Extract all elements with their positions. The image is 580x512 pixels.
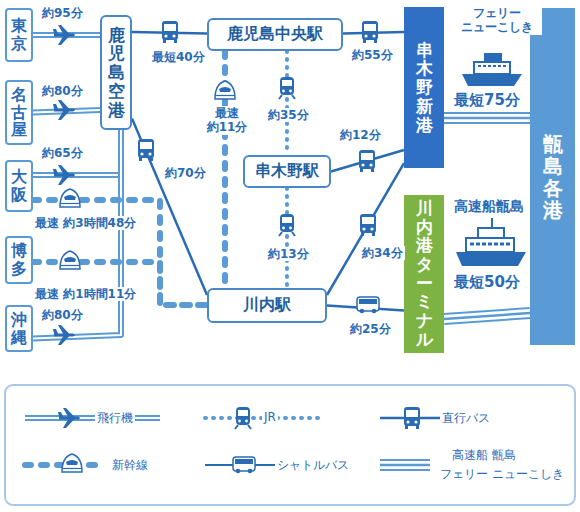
time-label: 約12分 — [338, 128, 383, 142]
route-stroke — [33, 130, 121, 175]
legend-text: 飛行機 — [95, 410, 135, 427]
legend-text: 直行バス — [440, 410, 492, 427]
route-stroke — [33, 110, 100, 112]
time-label: 最速 約11分 — [204, 106, 250, 135]
time-label: 約95分 — [40, 6, 85, 20]
route-stroke — [444, 112, 530, 124]
route-stroke — [33, 200, 207, 305]
place-name: 川内駅 — [243, 295, 291, 316]
place-box: 串木野新港 — [404, 7, 444, 168]
route-stroke — [444, 117, 530, 120]
place-name: 名古屋 — [11, 86, 27, 139]
ship-name: 高速船甑島 — [452, 198, 526, 215]
place-name: 東京 — [11, 17, 27, 52]
place-box: 沖縄 — [5, 305, 33, 352]
time-label: 約25分 — [348, 322, 393, 336]
time-label: 最短50分 — [452, 273, 522, 291]
time-label: 最速 約3時間48分 — [33, 216, 138, 230]
time-label: 約55分 — [350, 48, 395, 62]
route-stroke — [33, 34, 100, 36]
route-stroke — [444, 313, 530, 319]
route-line — [33, 130, 121, 175]
route-line — [132, 32, 207, 34]
place-name: 大阪 — [11, 168, 27, 203]
place-name: 串木野新港 — [416, 41, 433, 134]
route-stroke — [132, 32, 207, 34]
route-stroke — [285, 188, 289, 288]
legend-text: JR — [262, 410, 278, 424]
route-stroke — [33, 130, 121, 339]
time-label: 約70分 — [163, 166, 208, 180]
route-line — [444, 117, 530, 118]
route-line — [331, 150, 404, 172]
place-box: 鹿児島空港 — [100, 15, 132, 130]
route-line — [327, 163, 404, 295]
time-label: 最速 約1時間11分 — [33, 287, 138, 301]
place-name: 鹿児島中央駅 — [227, 24, 323, 45]
time-label: 約34分 — [360, 246, 405, 260]
route-stroke — [33, 110, 100, 112]
route-stroke — [327, 306, 404, 311]
place-box: 博多 — [5, 236, 33, 284]
route-line — [444, 313, 530, 319]
place-box: 串木野駅 — [243, 155, 331, 188]
route-line — [287, 51, 288, 155]
place-box: 大阪 — [5, 160, 33, 212]
legend-text: 新幹線 — [110, 457, 150, 474]
route-stroke — [343, 32, 404, 34]
route-stroke — [327, 163, 404, 295]
time-label: 約80分 — [40, 84, 85, 98]
route-line — [225, 51, 226, 288]
route-stroke — [444, 313, 530, 319]
route-stroke — [132, 119, 207, 296]
ferry-ship — [462, 53, 522, 86]
route-line — [327, 306, 404, 311]
legend-text: フェリー ニューこしき — [438, 466, 566, 483]
route-stroke — [33, 32, 100, 38]
route-stroke — [33, 262, 207, 305]
place-name: 川内港ターミナル — [416, 199, 433, 349]
time-label: 約80分 — [40, 308, 85, 322]
place-name: 博多 — [11, 242, 27, 277]
route-stroke — [331, 150, 404, 172]
route-line — [33, 262, 207, 305]
route-line — [33, 35, 100, 36]
route-stroke — [222, 51, 228, 288]
place-box: 鹿児島中央駅 — [207, 18, 343, 51]
route-stroke — [444, 313, 530, 319]
time-label: 最短40分 — [150, 50, 207, 64]
route-stroke — [33, 130, 121, 339]
place-box: 名古屋 — [5, 80, 33, 145]
ship-name: フェリー ニューこしき — [452, 6, 542, 35]
time-label: 約13分 — [266, 247, 311, 261]
legend-panel — [5, 385, 575, 505]
route-line — [33, 200, 207, 305]
place-box: 東京 — [5, 8, 33, 62]
route-line — [287, 188, 288, 288]
route-line — [132, 119, 207, 296]
place-box: 川内駅 — [207, 288, 327, 323]
route-line — [33, 130, 121, 339]
place-name: 甑島各港 — [543, 133, 563, 221]
place-box: 川内港ターミナル — [404, 195, 444, 353]
route-stroke — [444, 114, 530, 122]
route-stroke — [285, 51, 289, 155]
time-label: 約35分 — [266, 108, 311, 122]
time-label: 最短75分 — [452, 91, 522, 109]
time-label: 約65分 — [40, 146, 85, 160]
place-name: 串木野駅 — [255, 161, 319, 182]
route-line — [343, 32, 404, 34]
place-name: 鹿児島空港 — [108, 26, 125, 119]
legend-text: 高速船 甑島 — [450, 447, 518, 464]
high-speed-ship — [456, 218, 526, 266]
route-line — [33, 110, 100, 112]
place-name: 沖縄 — [11, 311, 27, 346]
place-box: 甑島各港 — [530, 8, 575, 345]
route-stroke — [33, 130, 121, 175]
legend-text: シャトルバス — [275, 457, 351, 474]
